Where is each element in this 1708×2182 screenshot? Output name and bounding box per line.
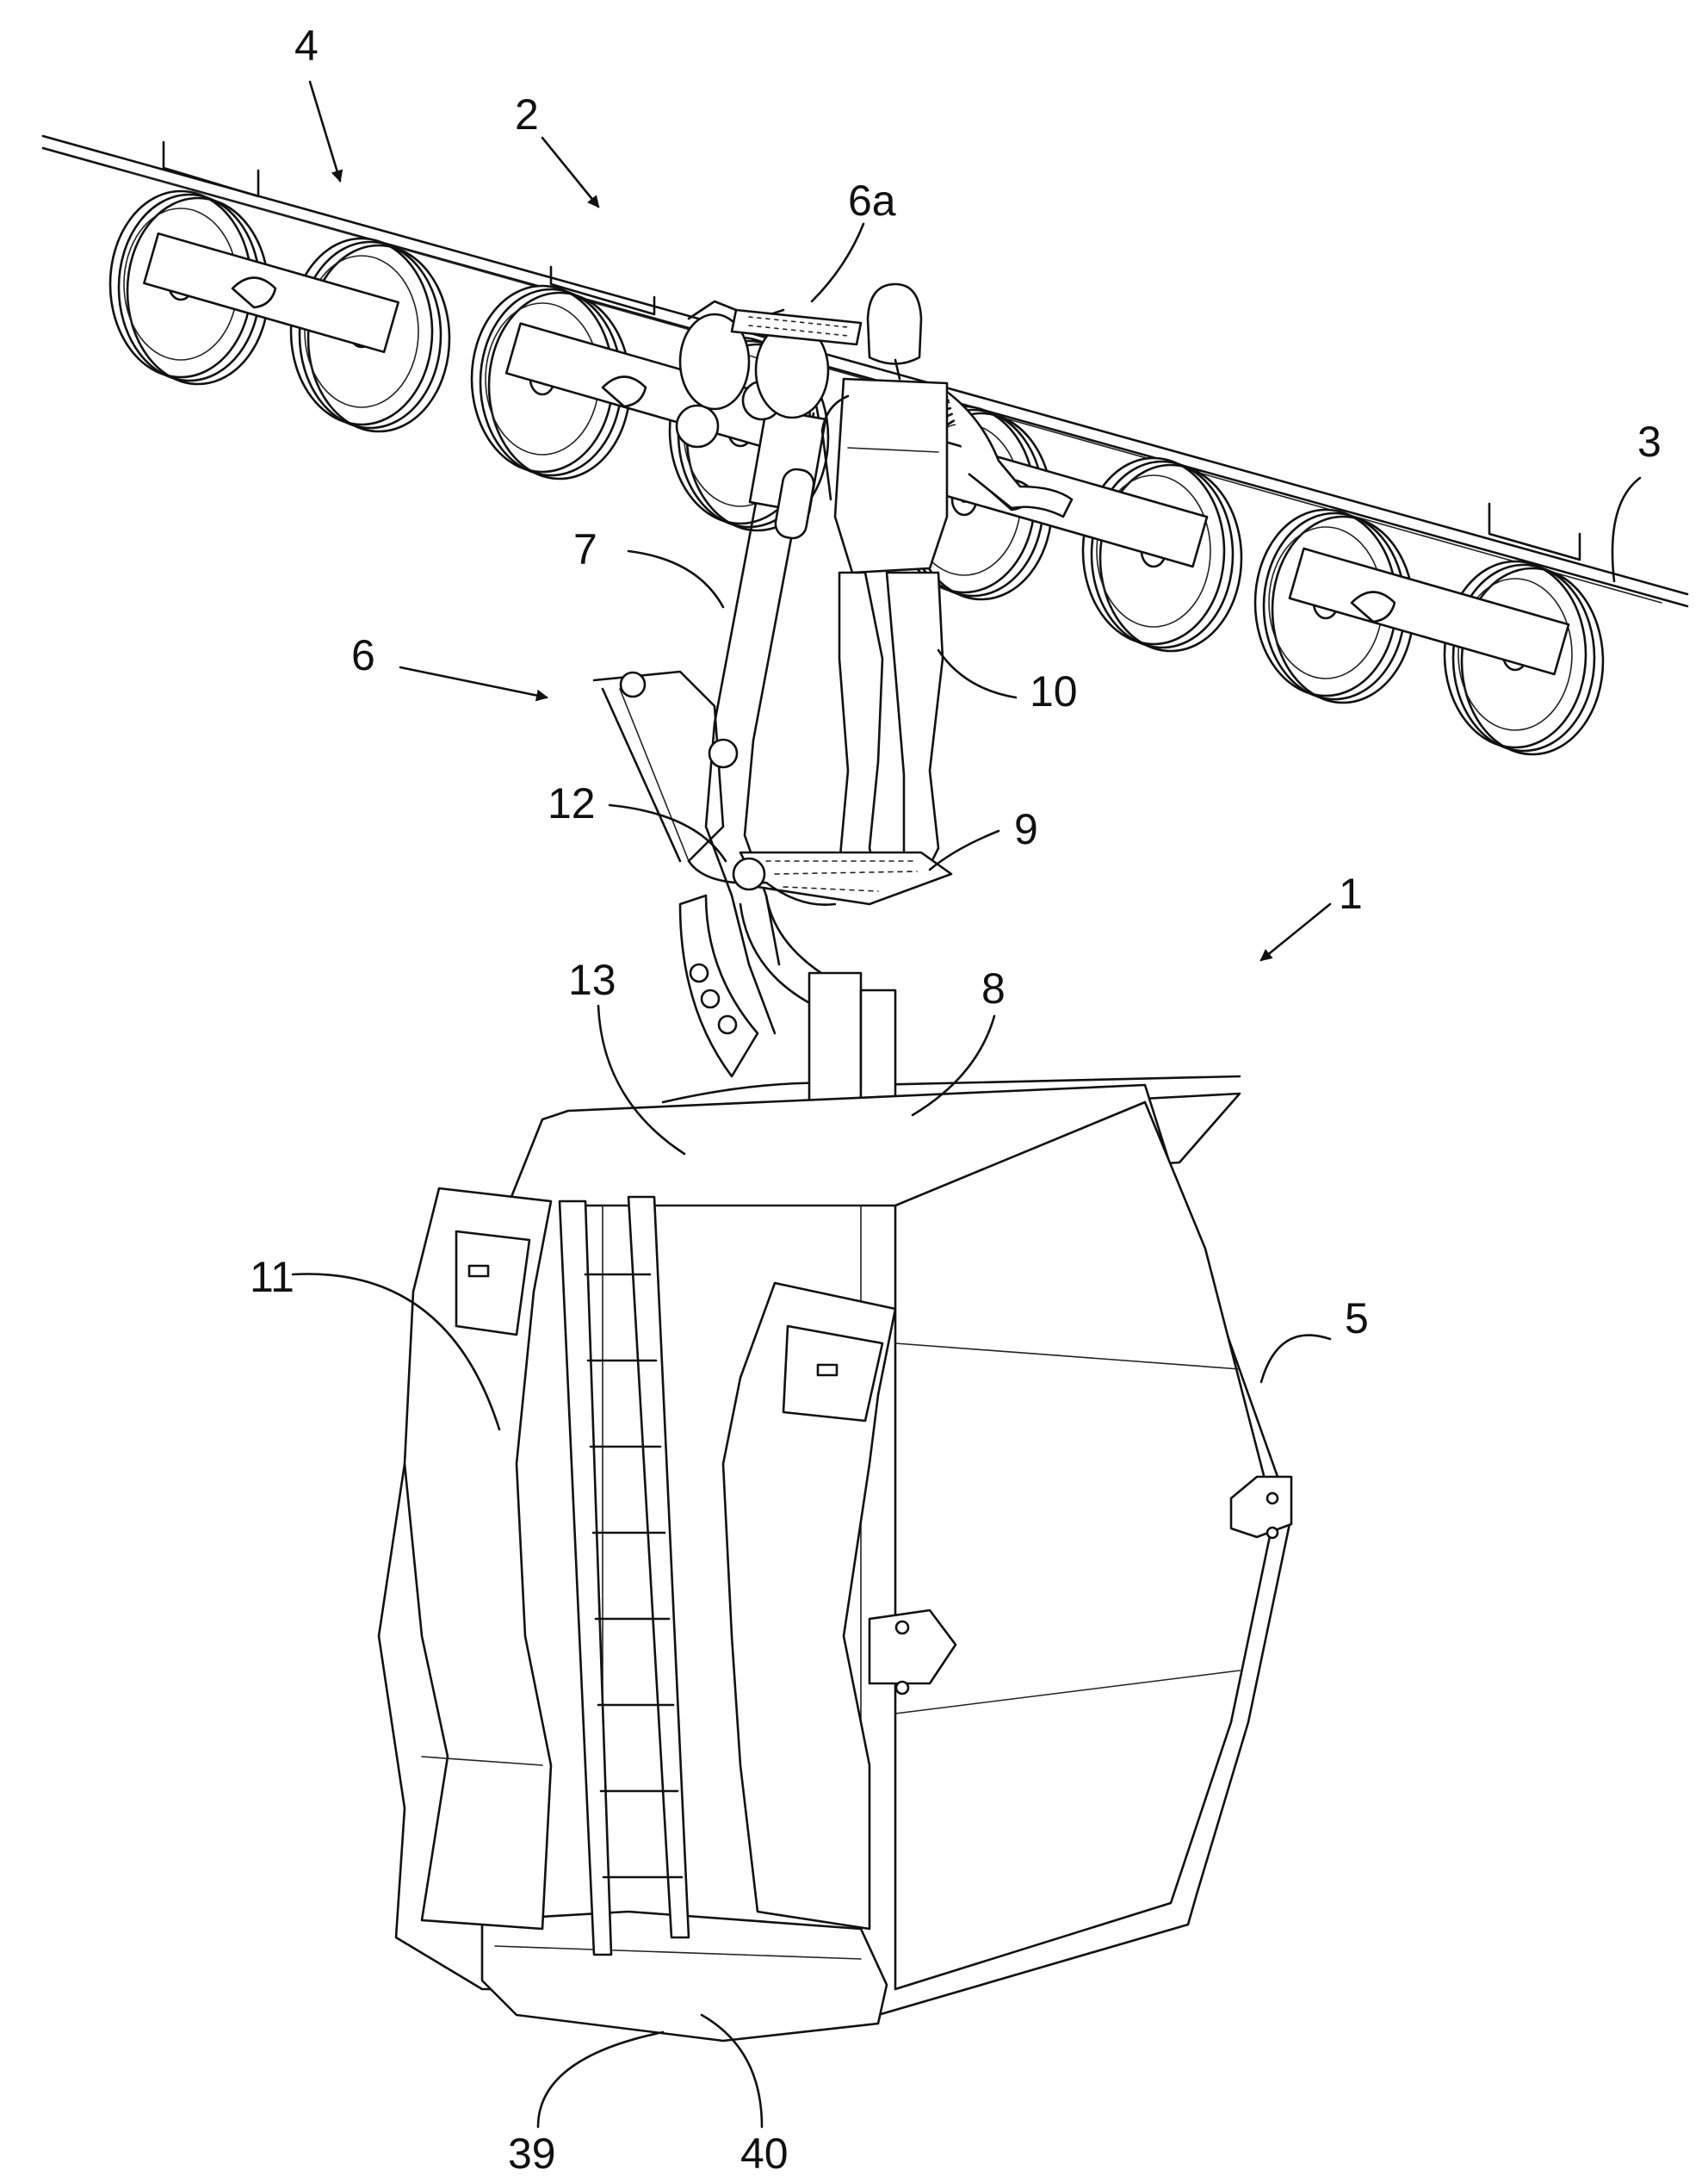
label-40: 40 [740, 2129, 789, 2178]
label-11: 11 [250, 1253, 294, 1301]
label-7: 7 [573, 525, 597, 573]
label-6a: 6a [848, 177, 896, 225]
label-1: 1 [1339, 870, 1363, 918]
label-12: 12 [548, 779, 596, 828]
label-9: 9 [1014, 805, 1038, 853]
label-5: 5 [1345, 1294, 1369, 1342]
carriage-left [110, 191, 449, 431]
carriage-right-2 [1255, 510, 1603, 754]
label-4: 4 [294, 22, 319, 70]
label-2: 2 [515, 90, 539, 139]
label-6: 6 [351, 631, 375, 679]
label-10: 10 [1030, 667, 1078, 716]
label-13: 13 [568, 956, 616, 1004]
label-8: 8 [981, 964, 1006, 1013]
label-39: 39 [508, 2129, 556, 2178]
label-3: 3 [1637, 418, 1662, 466]
